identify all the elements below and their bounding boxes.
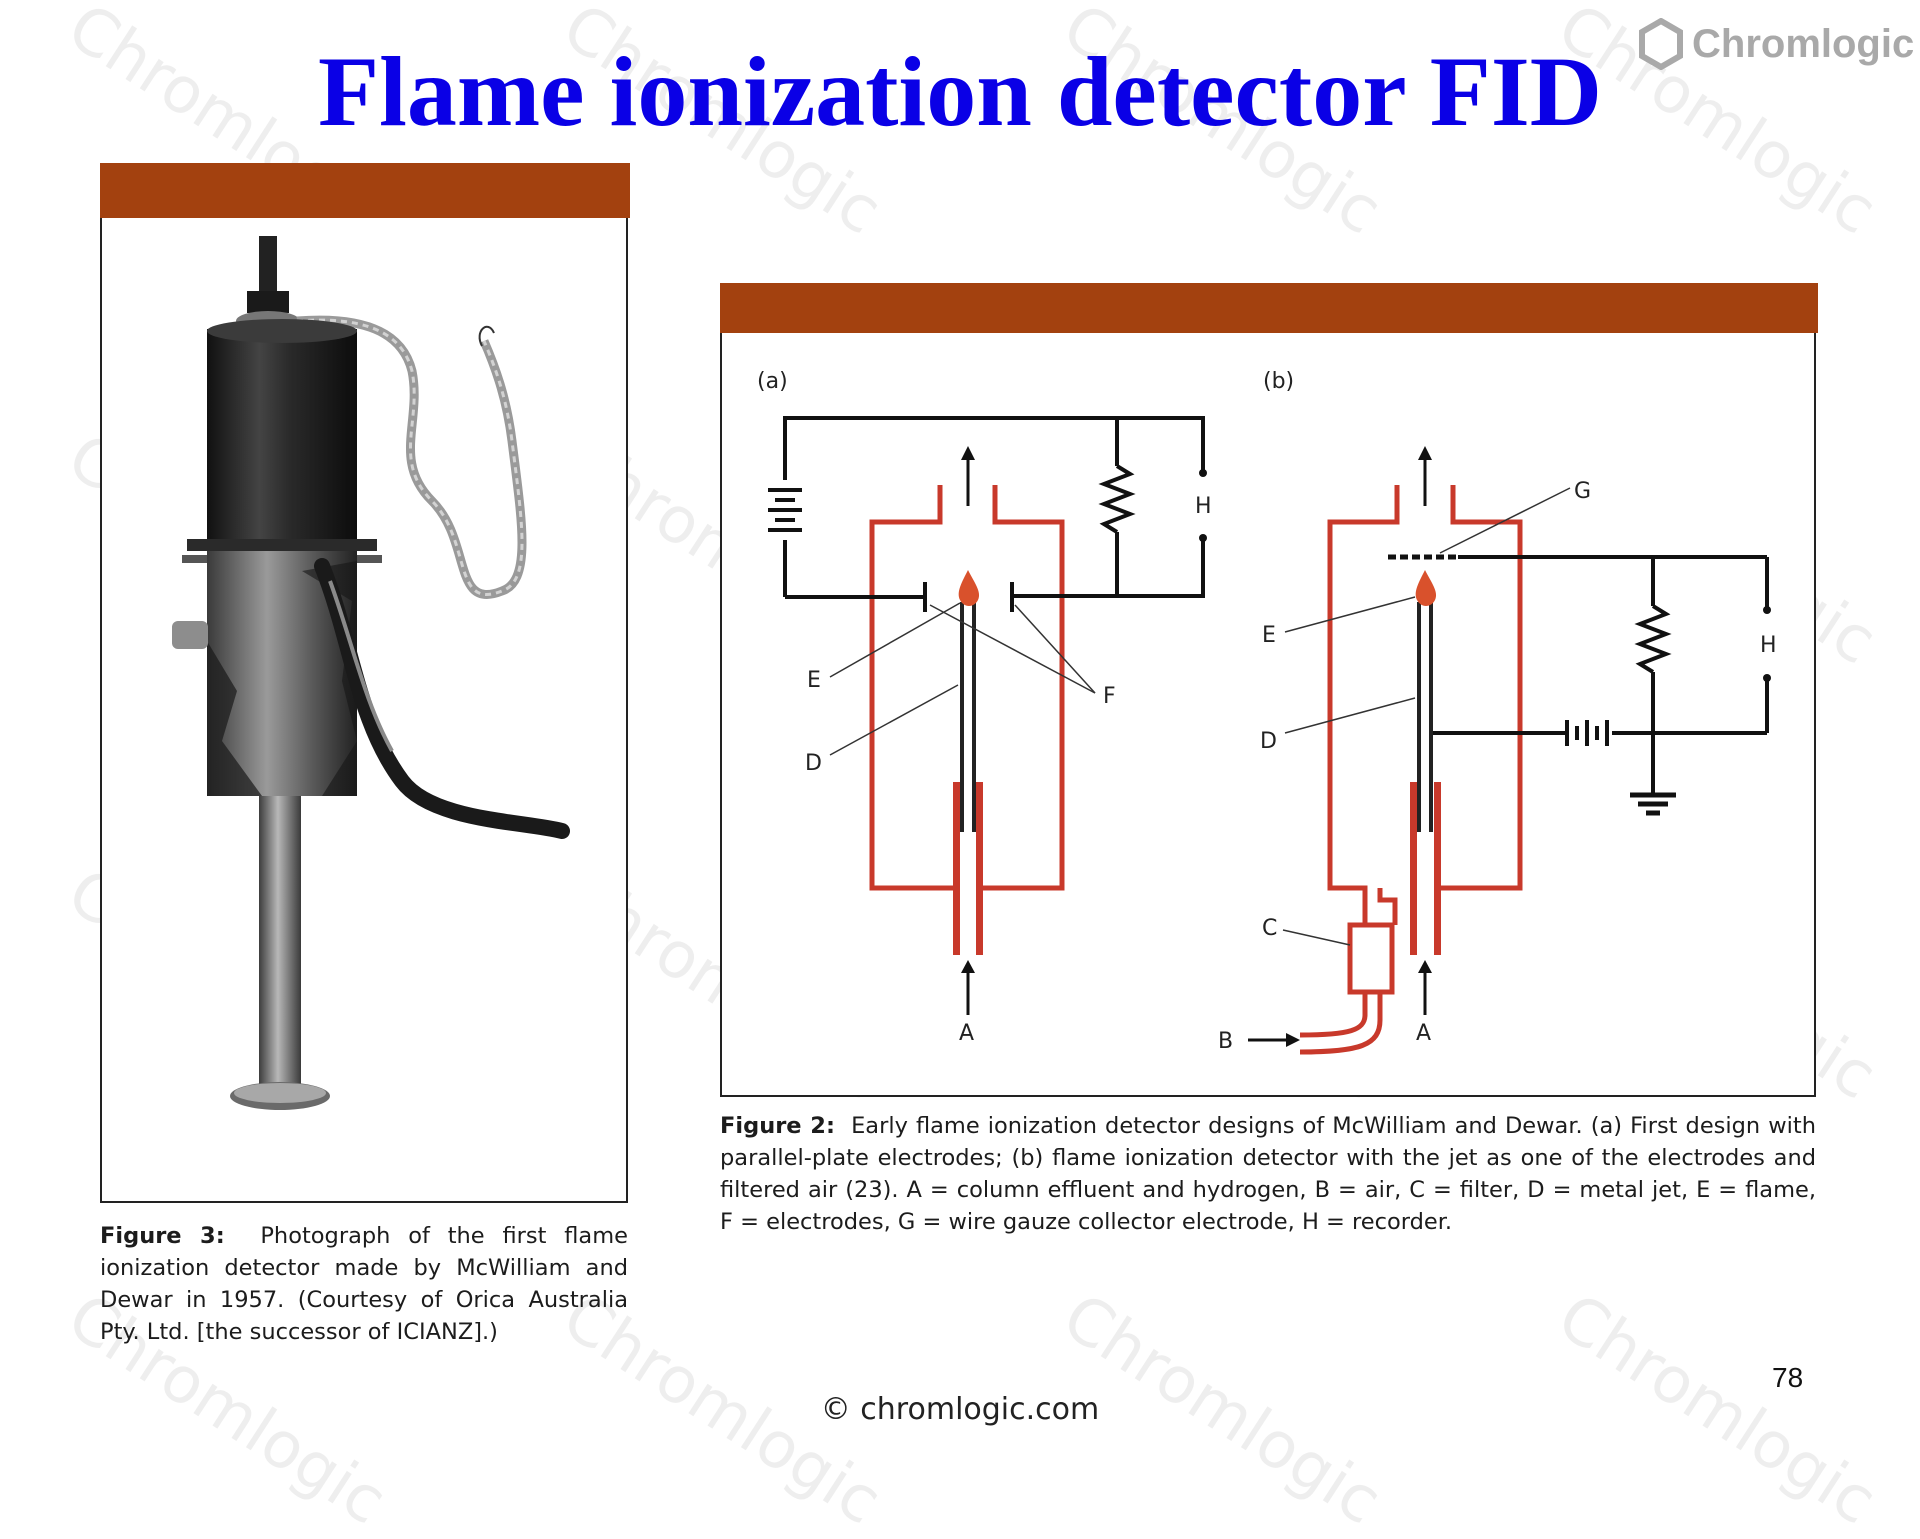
logo-text: Chromlogic	[1692, 21, 1915, 66]
figure3-caption: Figure 3: Photograph of the first flame …	[100, 1220, 628, 1348]
brand-logo: Chromlogic	[1638, 14, 1914, 74]
figure3-label: Figure 3:	[100, 1223, 225, 1249]
figure3-frame	[100, 163, 630, 1203]
footer-text: © chromlogic.com	[820, 1392, 1100, 1427]
hexagon-logo-icon	[1639, 18, 1683, 70]
figure2-label: Figure 2:	[720, 1113, 835, 1139]
figure2-caption-text: Early flame ionization detector designs …	[720, 1113, 1816, 1235]
figure2-caption: Figure 2: Early flame ionization detecto…	[720, 1110, 1816, 1238]
figure2-frame	[720, 283, 1818, 1097]
figure2-header-bar	[720, 283, 1818, 333]
page-number: 78	[1772, 1362, 1804, 1393]
figure3-header-bar	[100, 163, 630, 218]
figure3-caption-text: Photograph of the first flame ionization…	[100, 1223, 628, 1345]
slide-title: Flame ionization detector FID	[318, 36, 1602, 147]
fid-photograph	[172, 236, 570, 1110]
